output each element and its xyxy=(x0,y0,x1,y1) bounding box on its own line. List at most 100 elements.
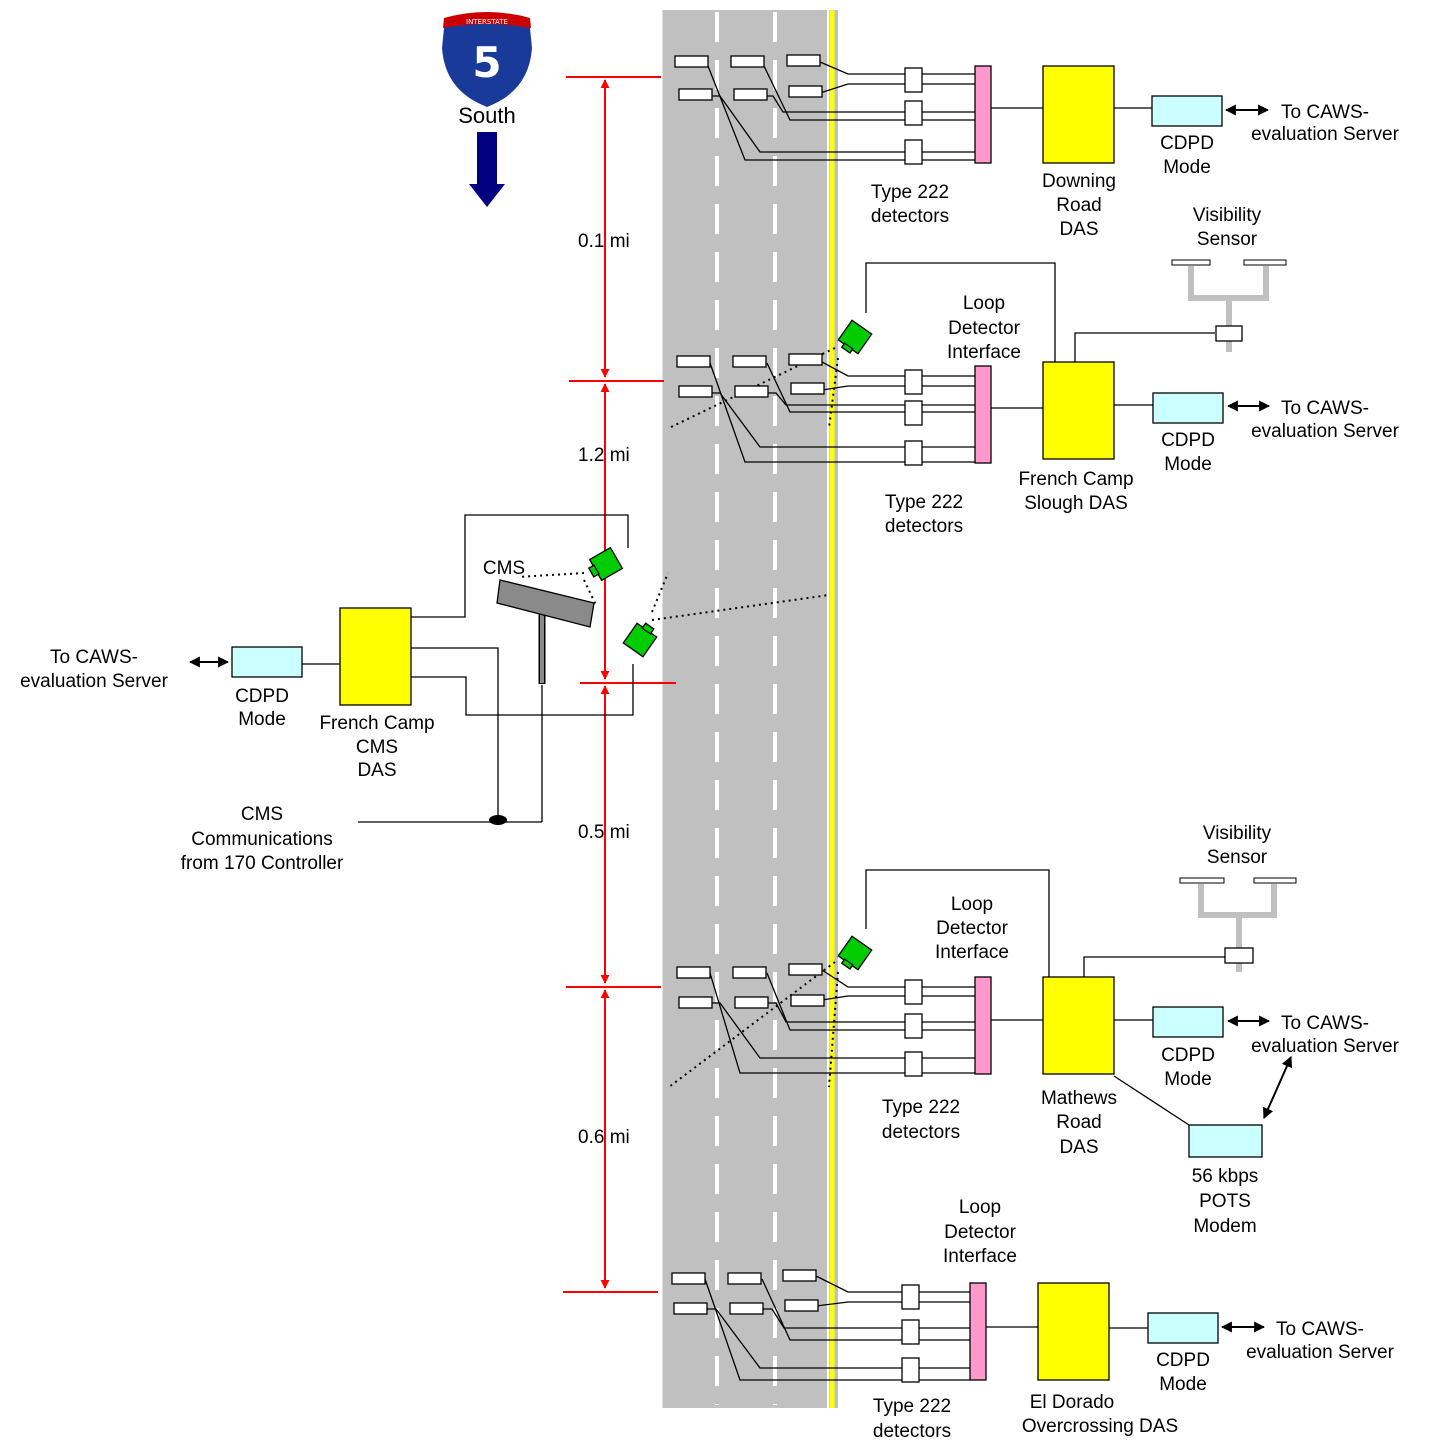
type222-detector-card xyxy=(904,139,923,165)
visibility-sensor-icon xyxy=(1179,877,1297,972)
loop-detector xyxy=(676,355,711,368)
type222-detector-card xyxy=(904,1013,923,1039)
shield-top-label: INTERSTATE xyxy=(466,18,508,26)
loop-detector-interface xyxy=(974,976,992,1075)
das-box xyxy=(1042,976,1115,1075)
type222-detector-card xyxy=(904,100,923,126)
cms-sign-label: CMS xyxy=(483,558,525,579)
loop-detector xyxy=(676,966,711,979)
das-box xyxy=(1037,1282,1110,1381)
cdpd-modem xyxy=(1147,1312,1219,1344)
camera-icon xyxy=(837,319,873,355)
type222-detector-card xyxy=(904,67,923,93)
cdpd-modem xyxy=(231,646,303,678)
cdpd-modem xyxy=(1152,392,1224,424)
type222-detector-card xyxy=(904,1051,923,1077)
loop-detector xyxy=(673,1302,708,1315)
camera-icon xyxy=(837,935,873,971)
loop-detector xyxy=(788,353,823,366)
loop-detector xyxy=(671,1272,706,1285)
loop-detector xyxy=(786,54,821,67)
camera-view xyxy=(828,971,839,1088)
south-arrow-icon xyxy=(469,132,505,207)
type222-detector-card xyxy=(901,1284,920,1310)
loop-detector xyxy=(678,385,713,398)
loop-detector xyxy=(790,382,825,395)
loop-detector xyxy=(790,994,825,1007)
server-label: To CAWS-evaluation Server xyxy=(1251,398,1400,442)
cdpd-modem xyxy=(1152,1006,1224,1038)
type222-detector-card xyxy=(901,1357,920,1383)
loop-detector xyxy=(727,1272,762,1285)
loop-detector xyxy=(732,966,767,979)
cms-sign xyxy=(496,579,595,628)
server-label: To CAWS-evaluation Server xyxy=(1251,102,1400,145)
cdpd-modem xyxy=(1151,95,1223,127)
loop-detector xyxy=(782,1269,817,1282)
distance-markers: 0.1 mi 1.2 mi 0.5 mi 0.6 mi xyxy=(563,76,676,1293)
das-box xyxy=(1042,65,1115,164)
server-label: To CAWS-evaluation Server xyxy=(1251,1013,1400,1057)
comms-junction xyxy=(489,815,507,825)
pots-modem xyxy=(1188,1124,1263,1158)
distance-label: 0.5 mi xyxy=(578,822,630,843)
camera-view xyxy=(651,572,669,613)
distance-label: 0.6 mi xyxy=(578,1127,630,1148)
loop-detector xyxy=(678,88,713,101)
loop-detector xyxy=(733,88,768,101)
shield-number: 5 xyxy=(472,38,501,87)
direction-label: South xyxy=(458,103,516,128)
das-box xyxy=(339,607,412,706)
server-label: To CAWS-evaluation Server xyxy=(1246,1319,1395,1363)
interstate-shield: INTERSTATE 5 xyxy=(439,11,535,110)
loop-detector xyxy=(734,996,769,1009)
type222-detector-card xyxy=(904,400,923,426)
detector-wiring xyxy=(709,869,1225,1126)
loop-detector xyxy=(734,385,769,398)
camera-icon xyxy=(587,546,624,582)
pots-link-arrow xyxy=(1262,1055,1293,1120)
cms-wiring xyxy=(302,514,634,823)
server-label: To CAWS-evaluation Server xyxy=(20,647,169,692)
detector-wiring xyxy=(709,262,1215,463)
loop-detector xyxy=(674,55,709,68)
das-box xyxy=(1042,361,1115,460)
distance-label: 0.1 mi xyxy=(578,231,630,252)
type222-detector-card xyxy=(904,979,923,1005)
highway-road xyxy=(659,10,838,1408)
camera-view xyxy=(583,579,597,606)
loop-detector xyxy=(730,55,765,68)
loop-detector xyxy=(784,1299,819,1312)
type222-detector-card xyxy=(904,440,923,466)
camera-view xyxy=(517,572,585,578)
shield-top xyxy=(443,12,531,28)
camera-view xyxy=(668,961,836,1088)
type222-detector-card xyxy=(901,1319,920,1345)
loop-detector xyxy=(729,1302,764,1315)
loop-detector-interface xyxy=(969,1282,987,1381)
detector-wiring xyxy=(707,61,1152,161)
loop-detector xyxy=(678,996,713,1009)
